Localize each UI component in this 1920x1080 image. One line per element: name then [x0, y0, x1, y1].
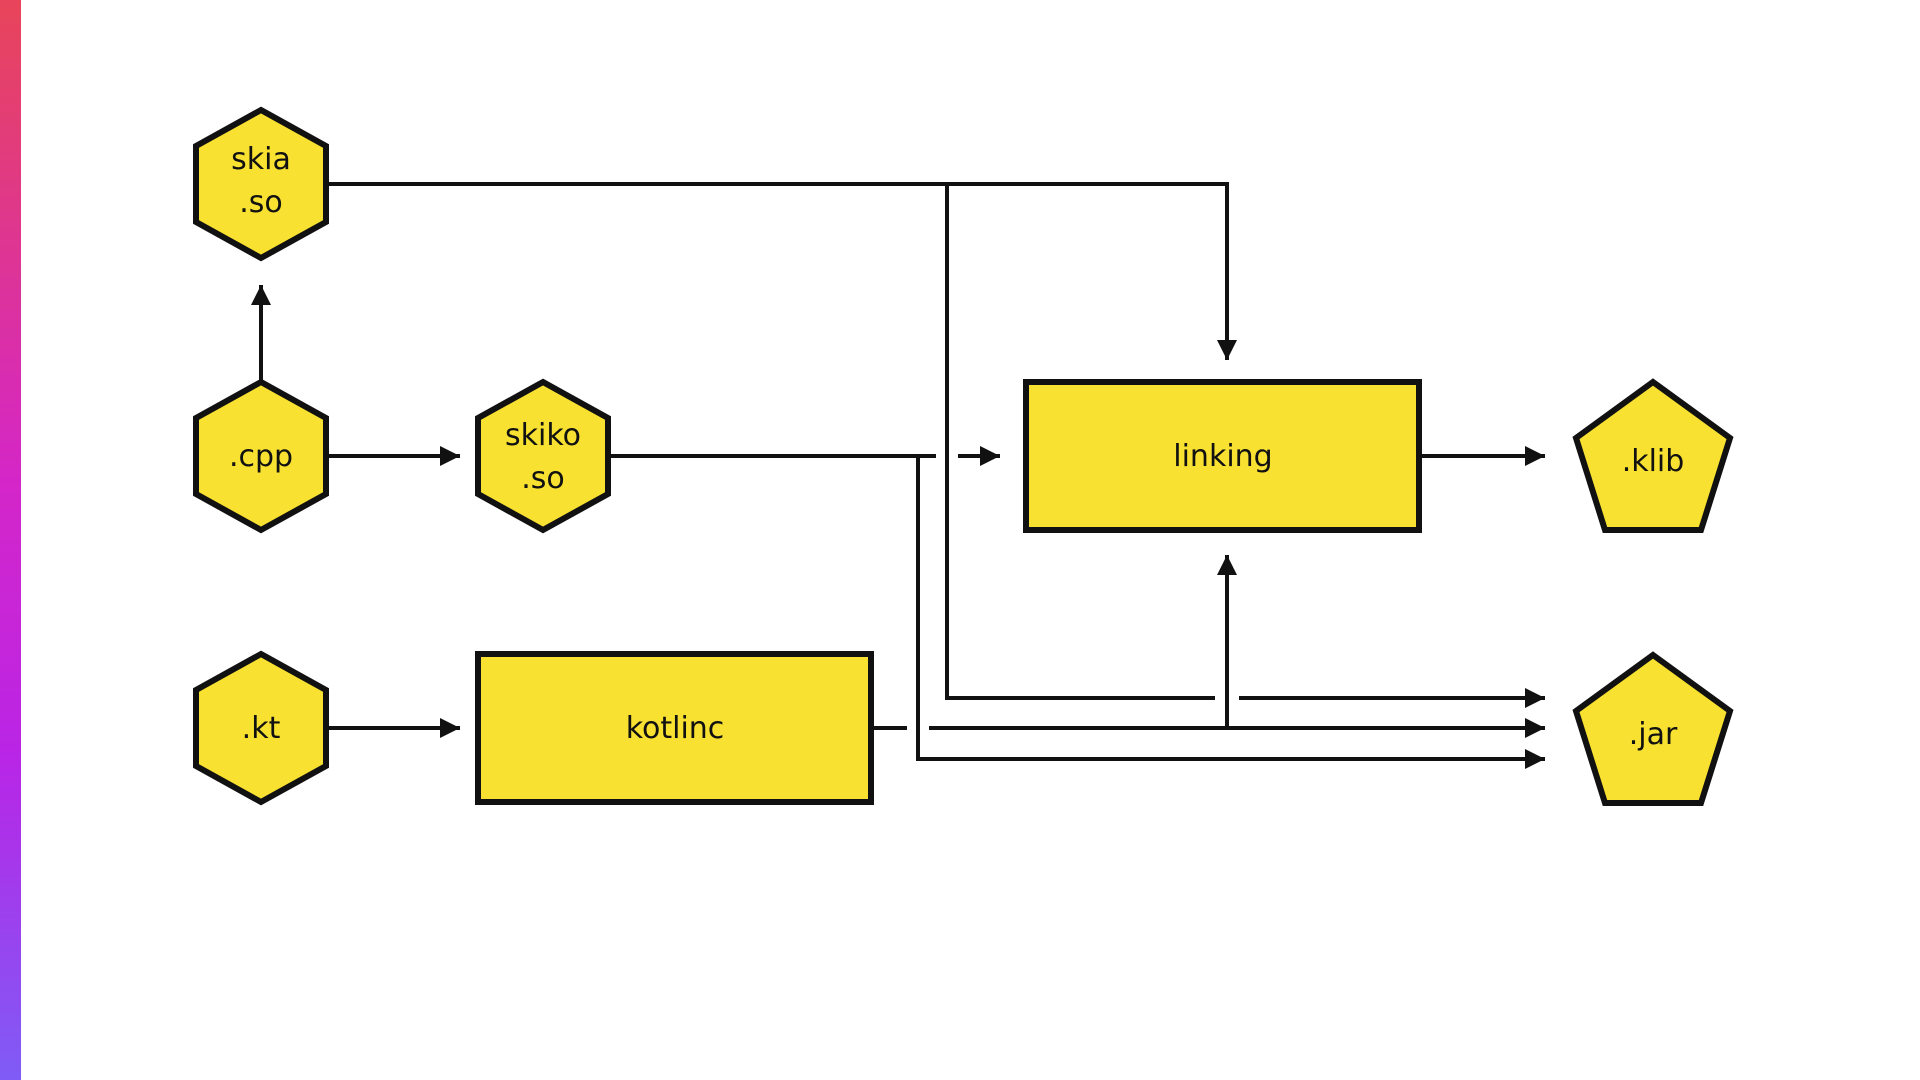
- rectangle-shape: [1023, 379, 1422, 533]
- node-skia-so-line2: .so: [239, 185, 283, 220]
- node-skiko-so: skiko .so: [475, 378, 611, 534]
- edge-skia-to-linking: [326, 182, 1237, 360]
- node-kt: .kt: [193, 650, 329, 806]
- node-linking-label: linking: [1173, 439, 1272, 474]
- pentagon-shape: [1572, 651, 1734, 806]
- hexagon-shape: [193, 106, 329, 262]
- rectangle-shape: [475, 651, 874, 805]
- node-kotlinc-label: kotlinc: [626, 711, 725, 746]
- node-cpp: .cpp: [193, 378, 329, 534]
- hexagon-shape: [475, 378, 611, 534]
- node-kt-label: .kt: [242, 711, 281, 746]
- hexagon-shape: [193, 650, 329, 806]
- node-kotlinc: kotlinc: [475, 651, 874, 805]
- pentagon-shape: [1572, 378, 1734, 533]
- edge-skia-to-jar: [945, 184, 1545, 698]
- hexagon-shape: [193, 378, 329, 534]
- edge-skiko-to-jar: [916, 456, 1545, 769]
- node-linking: linking: [1023, 379, 1422, 533]
- node-klib: .klib: [1572, 378, 1734, 533]
- node-cpp-label: .cpp: [229, 439, 293, 474]
- node-skiko-so-line2: .so: [521, 461, 565, 496]
- node-jar: .jar: [1572, 651, 1734, 806]
- node-skia-so-line1: skia: [231, 142, 291, 177]
- node-jar-label: .jar: [1629, 717, 1678, 752]
- node-klib-label: .klib: [1622, 444, 1685, 479]
- connectors: [251, 182, 1545, 769]
- accent-gradient-bar: [0, 0, 21, 1080]
- node-skia-so: skia .so: [193, 106, 329, 262]
- node-skiko-so-line1: skiko: [505, 418, 581, 453]
